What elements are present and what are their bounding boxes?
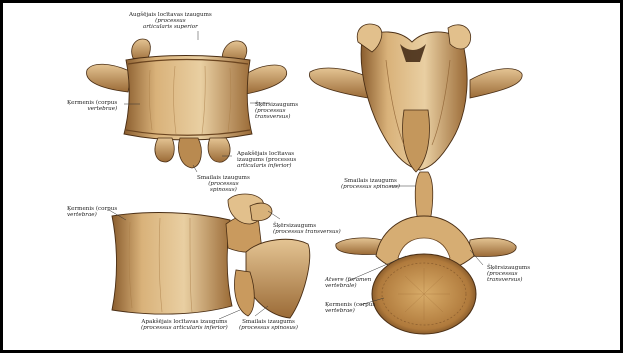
label-transverse: Šķērsizaugums (processus transversus)	[487, 265, 530, 284]
inferior-articular-process-right	[208, 138, 230, 162]
label-body: Ķermenis (corpus vertebrae)	[67, 100, 117, 112]
inferior-articular	[235, 270, 255, 316]
superior-articular-right	[448, 25, 471, 49]
label-spinous: Smailais izaugums (processus spinosus)	[341, 178, 400, 190]
spinous-process	[415, 172, 433, 222]
transverse-process-right	[246, 65, 287, 94]
label-transverse: Šķērsizaugums (processus transversus)	[255, 102, 298, 121]
transverse-process-left	[309, 68, 370, 98]
inferior-articular-process-left	[155, 138, 174, 162]
label-body: Ķermenis (corpus vertebrae)	[67, 206, 117, 218]
label-superior-articular: Augšējais locītavas izaugums (processus …	[129, 12, 212, 31]
view-lateral	[112, 194, 310, 318]
spinous-process	[246, 239, 310, 318]
transverse-process	[250, 203, 272, 221]
vertebral-body	[124, 56, 252, 141]
label-spinous: Smailais izaugums (processus spinosus)	[197, 175, 250, 194]
transverse-process-left	[87, 64, 132, 92]
label-transverse: Šķērsizaugums (processus transversus)	[273, 223, 341, 235]
vertebra-illustrations	[3, 3, 620, 350]
label-foramen: Atvere (foramen vertebrale)	[325, 277, 371, 289]
transverse-process-right	[470, 69, 522, 98]
transverse-process-right	[468, 238, 516, 257]
label-body: Ķermenis (corpus vertebrae)	[325, 302, 375, 314]
spinous-process	[179, 138, 202, 168]
label-spinous: Smailais izaugums (processus spinosus)	[239, 319, 298, 331]
view-posterior-oblique	[309, 24, 522, 172]
label-inferior-articular: Apakšējais locītavas izaugums (processus…	[237, 151, 296, 170]
label-inferior-articular: Apakšējais locītavas izaugums (processus…	[141, 319, 228, 331]
